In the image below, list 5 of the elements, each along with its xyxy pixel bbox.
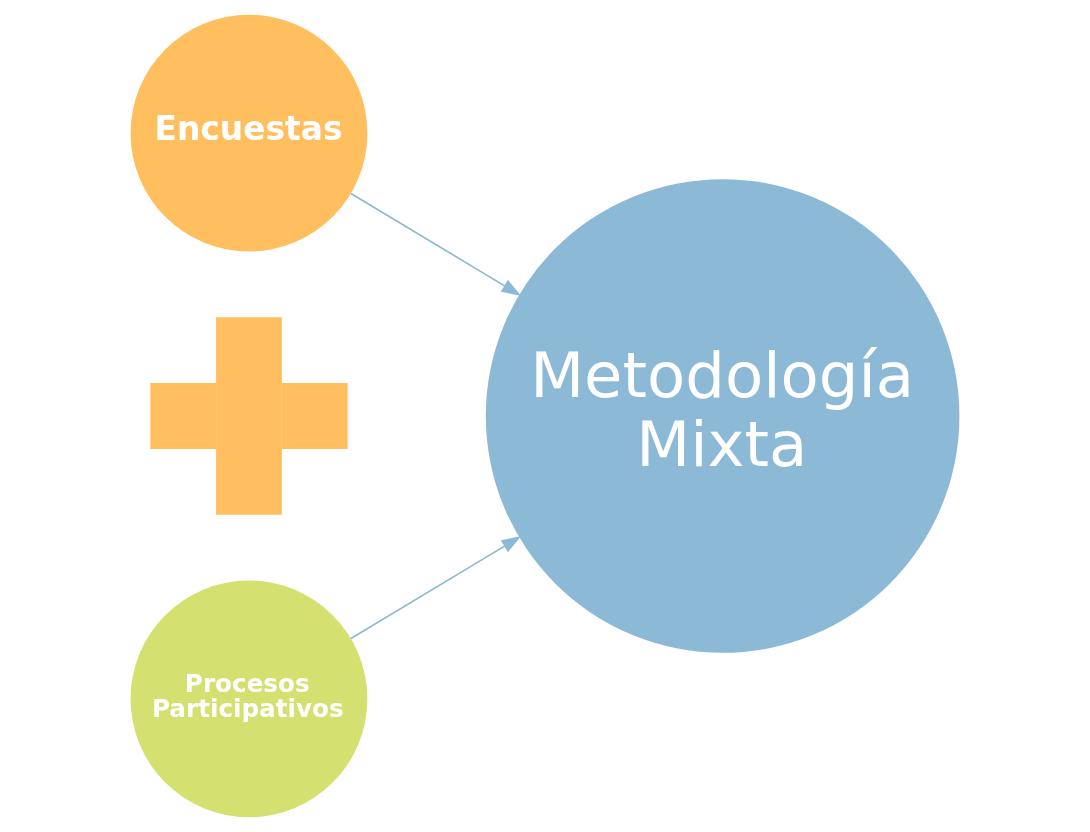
arrow xyxy=(350,192,522,296)
arrow xyxy=(350,536,522,640)
node-circle: Procesos Participativos xyxy=(130,580,368,818)
node-circle: Encuestas xyxy=(130,14,368,252)
node-circle: Metodología Mixta xyxy=(485,179,960,653)
